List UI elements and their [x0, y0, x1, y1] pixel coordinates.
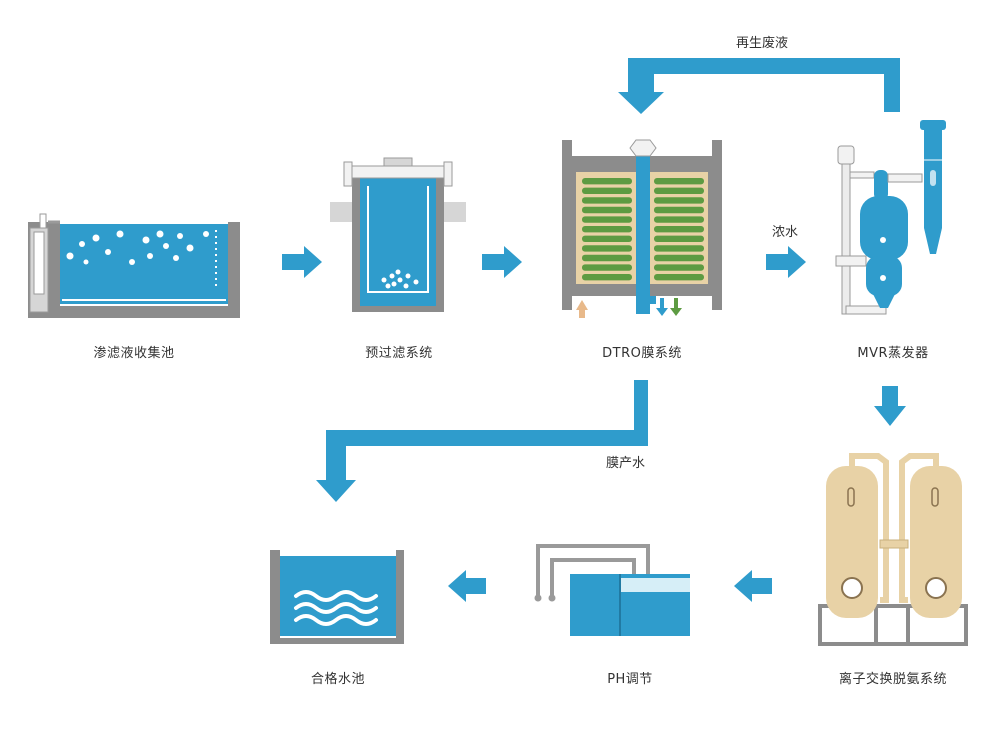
permeate-pipe-icon [316, 380, 648, 502]
arrow-prefilter-to-dtro-icon [482, 246, 522, 278]
membrane-disc [654, 216, 704, 223]
ph-adjust-icon [534, 544, 690, 636]
arrow-dtro-to-mvr-icon [766, 246, 806, 278]
membrane-stack-right [654, 178, 704, 281]
membrane-disc [654, 274, 704, 281]
label-dtro: DTRO膜系统 [602, 346, 682, 361]
membrane-disc [582, 226, 632, 233]
membrane-disc [654, 187, 704, 194]
membrane-disc [654, 226, 704, 233]
label-prefilter: 预过滤系统 [365, 346, 433, 361]
label-ph-adjust: PH调节 [607, 672, 653, 687]
arrow-tank-to-prefilter-icon [282, 246, 322, 278]
membrane-disc [654, 197, 704, 204]
membrane-disc [582, 245, 632, 252]
label-mvr: MVR蒸发器 [857, 346, 929, 361]
label-ion-exchange: 离子交换脱氨系统 [838, 672, 948, 687]
membrane-disc [582, 216, 632, 223]
mvr-icon [835, 120, 946, 315]
dtro-icon [562, 139, 722, 318]
membrane-disc [654, 254, 704, 262]
membrane-disc [582, 254, 632, 262]
regeneration-return-pipe-icon [618, 58, 900, 114]
flow-label-permeate: 膜产水 [606, 456, 646, 471]
membrane-disc [582, 197, 632, 204]
arrow-ph-to-pool-icon [448, 570, 486, 602]
membrane-disc [582, 178, 632, 185]
leachate-tank-icon [28, 213, 240, 318]
ion-exchange-icon [818, 453, 968, 646]
membrane-disc [582, 235, 632, 242]
flow-label-concentrate: 浓水 [772, 225, 799, 240]
membrane-disc [654, 264, 704, 271]
membrane-disc [654, 178, 704, 185]
arrow-mvr-to-ion-icon [874, 386, 906, 426]
membrane-disc [582, 274, 632, 281]
membrane-disc [582, 264, 632, 271]
flow-label-regeneration: 再生废液 [736, 36, 789, 51]
membrane-disc [654, 245, 704, 252]
membrane-stack-left [582, 178, 632, 281]
membrane-disc [654, 206, 704, 214]
label-leachate-tank: 渗滤液收集池 [93, 346, 175, 361]
label-qualified-pool: 合格水池 [310, 672, 366, 687]
arrow-ion-to-ph-icon [734, 570, 772, 602]
membrane-disc [582, 206, 632, 214]
prefilter-icon [330, 157, 466, 312]
membrane-disc [582, 187, 632, 194]
membrane-disc [654, 235, 704, 242]
qualified-pool-icon [270, 550, 404, 644]
